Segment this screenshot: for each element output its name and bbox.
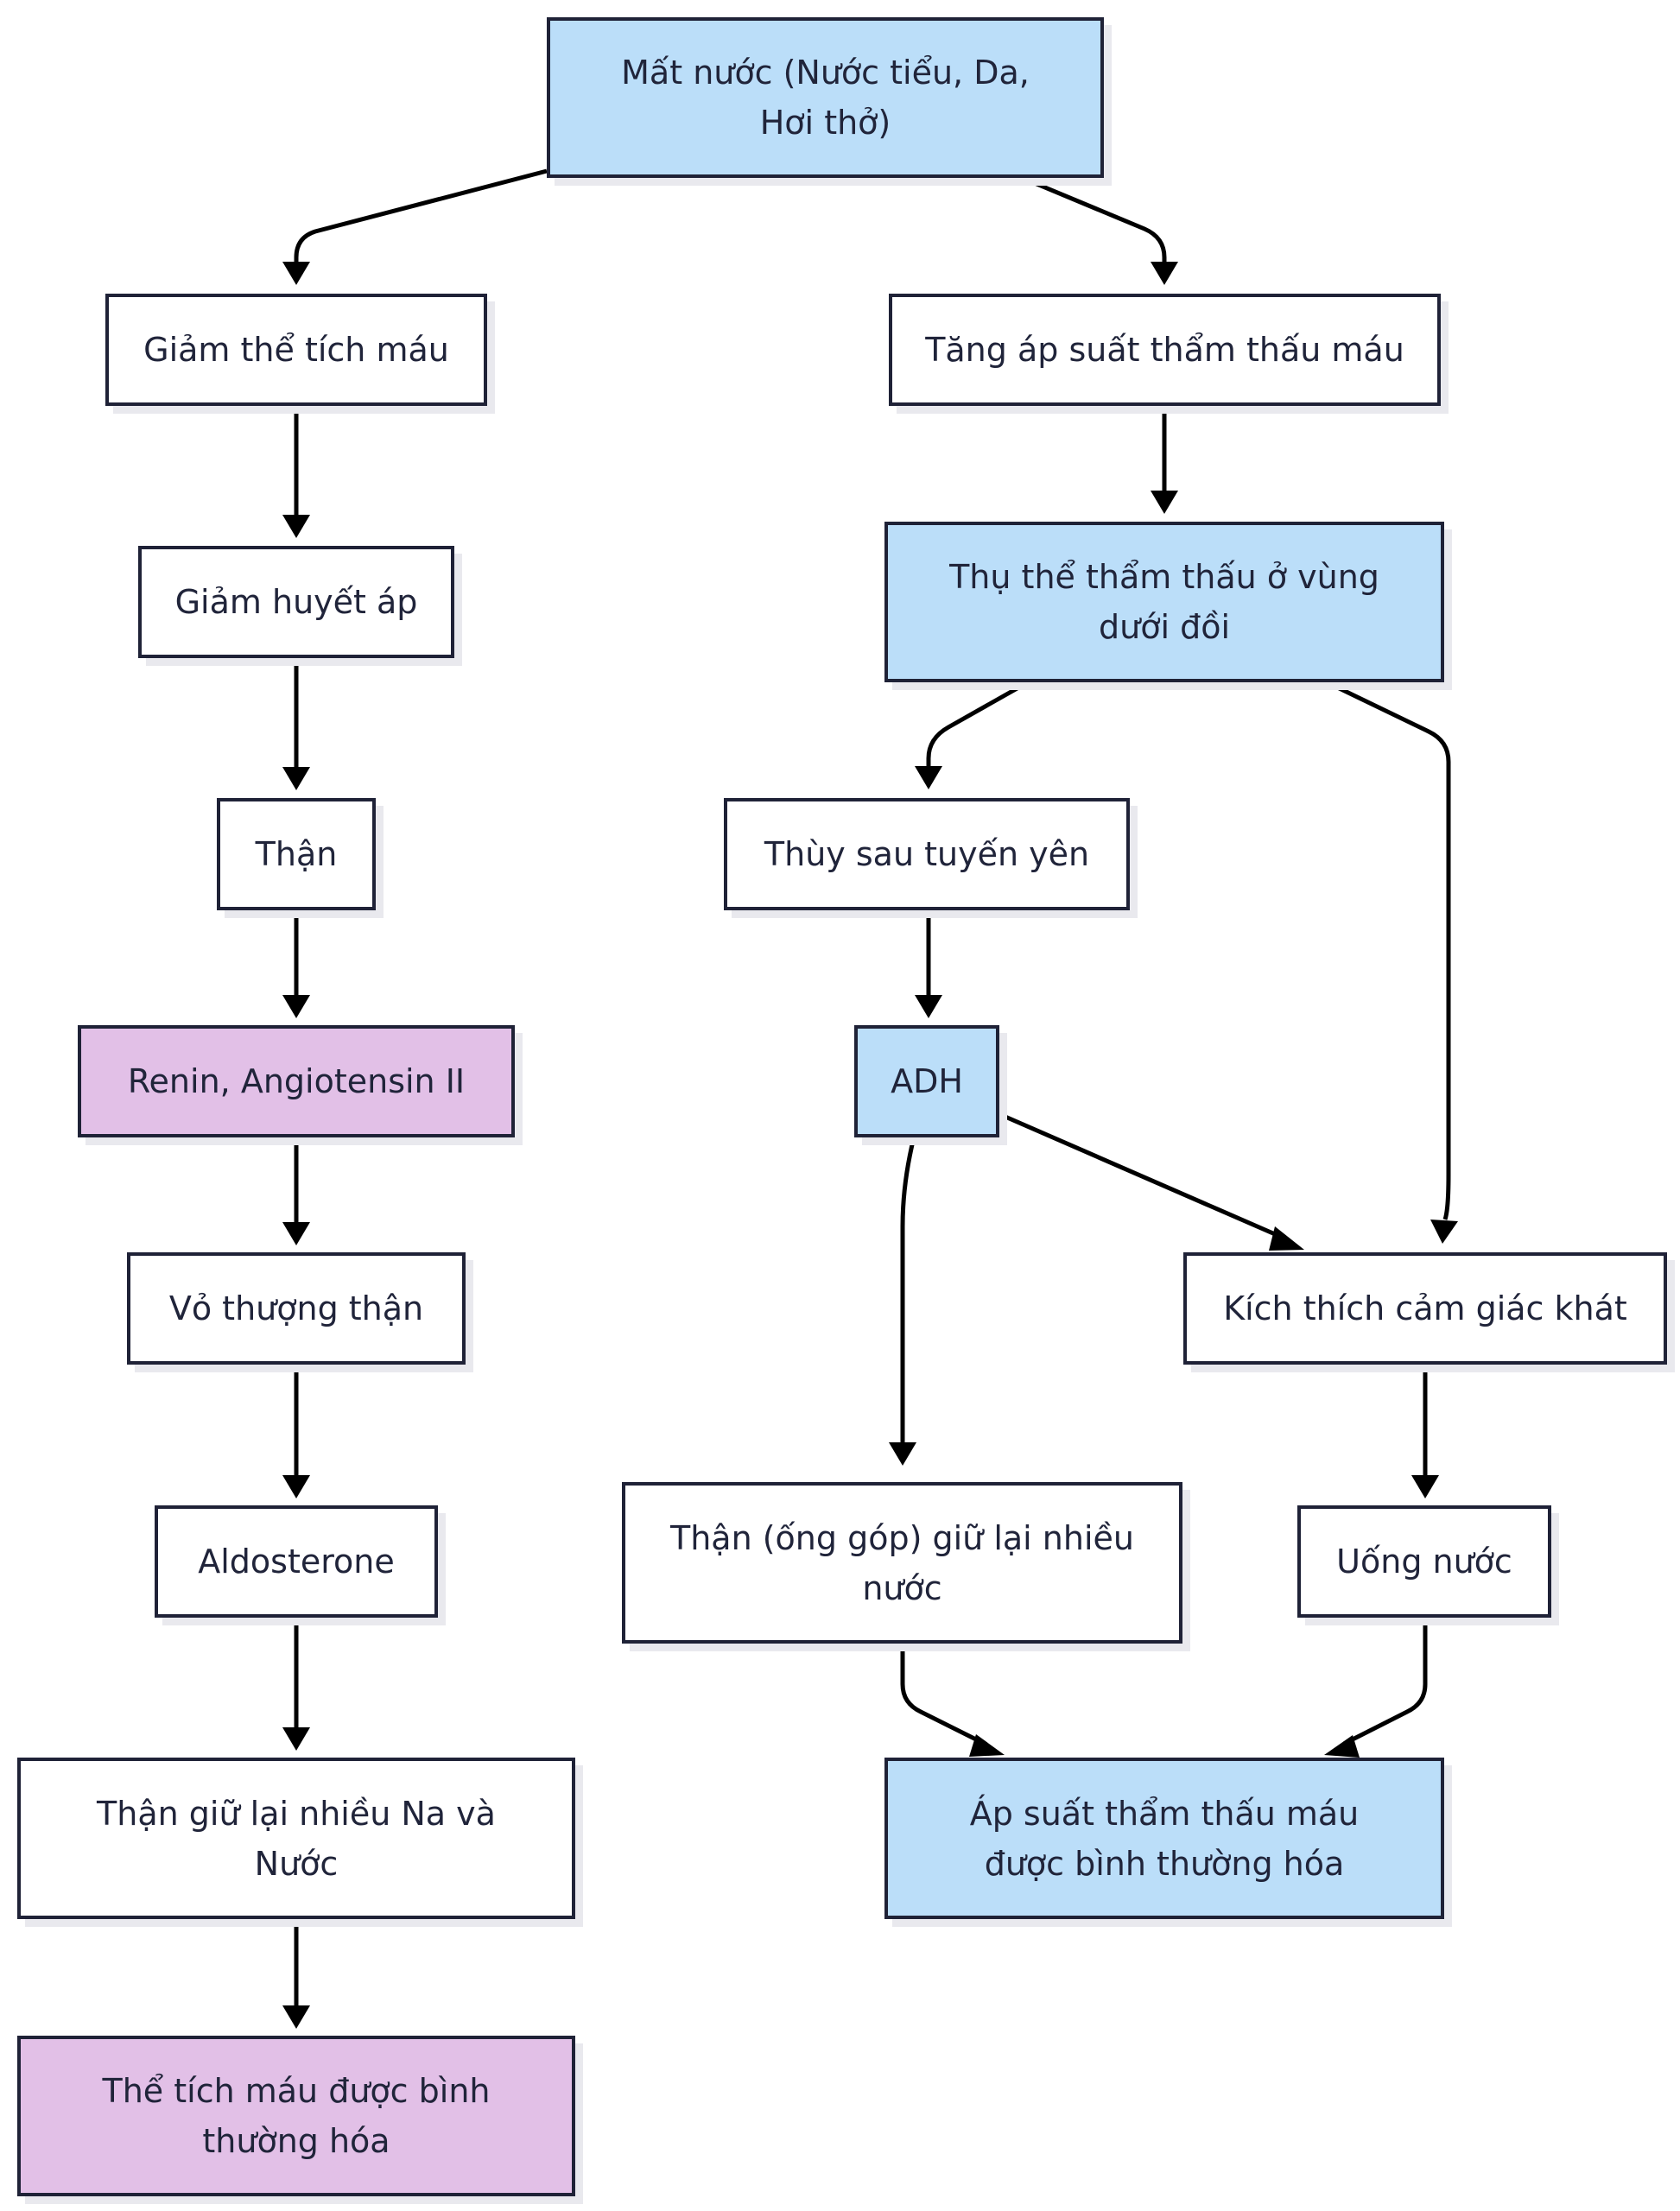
edge-adh-to-than-ong-gop <box>900 1137 916 1442</box>
node-than-giu-na: Thận giữ lại nhiều Na và Nước <box>17 1758 575 1919</box>
edge-mat-nuoc-to-tang-ap-suat <box>1019 174 1167 262</box>
node-aldosterone: Aldosterone <box>155 1505 438 1618</box>
node-kich-thich: Kích thích cảm giác khát <box>1183 1252 1667 1365</box>
arrowhead <box>1324 1735 1360 1758</box>
node-ap-suat-binh-thuong: Áp suất thẩm thấu máu được bình thường h… <box>884 1758 1444 1919</box>
arrowhead <box>915 766 942 789</box>
arrowhead <box>1269 1226 1304 1251</box>
node-tang-ap-suat: Tăng áp suất thẩm thấu máu <box>889 294 1441 406</box>
arrowhead <box>282 1727 310 1751</box>
node-label: ADH <box>891 1062 963 1100</box>
node-thu-the: Thụ thể thẩm thấu ở vùng dưới đồi <box>884 522 1444 682</box>
node-renin: Renin, Angiotensin II <box>78 1025 515 1137</box>
node-label: Aldosterone <box>198 1543 395 1581</box>
arrowhead <box>282 1222 310 1245</box>
arrowhead <box>282 2005 310 2029</box>
arrowhead <box>969 1734 1005 1757</box>
node-uong-nuoc: Uống nước <box>1297 1505 1551 1618</box>
node-label: Giảm thể tích máu <box>143 331 449 369</box>
edge-mat-nuoc-to-giam-the-tich <box>294 168 548 262</box>
arrowhead <box>1411 1475 1439 1498</box>
edge-adh-to-kich-thich <box>998 1112 1282 1239</box>
arrowhead <box>1151 491 1178 514</box>
node-label: Thận (ống góp) giữ lại nhiều nước <box>669 1518 1134 1607</box>
node-label: Thận giữ lại nhiều Na và Nước <box>97 1794 496 1883</box>
node-adh: ADH <box>854 1025 999 1137</box>
arrowhead <box>889 1442 916 1466</box>
edge-thu-the-to-thuy-sau <box>926 680 1030 766</box>
node-label: Renin, Angiotensin II <box>127 1062 466 1100</box>
node-label: Thể tích máu được bình thường hóa <box>102 2072 491 2160</box>
node-label: Kích thích cảm giác khát <box>1223 1289 1627 1327</box>
node-than-ong-gop: Thận (ống góp) giữ lại nhiều nước <box>622 1482 1182 1644</box>
edge-than-ong-gop-to-ap-suat <box>900 1644 986 1746</box>
arrowhead <box>282 995 310 1018</box>
node-label: Giảm huyết áp <box>174 583 418 621</box>
arrowhead <box>282 1475 310 1498</box>
node-mat-nuoc: Mất nước (Nước tiểu, Da, Hơi thở) <box>547 17 1104 178</box>
node-giam-the-tich-mau: Giảm thể tích máu <box>105 294 487 406</box>
node-label: Vỏ thượng thận <box>168 1289 424 1327</box>
arrowhead <box>1151 262 1178 285</box>
edge-uong-nuoc-to-ap-suat <box>1342 1618 1428 1746</box>
node-label: Mất nước (Nước tiểu, Da, Hơi thở) <box>621 54 1030 142</box>
node-label: Thụ thể thẩm thấu ở vùng dưới đồi <box>949 558 1379 646</box>
arrowhead <box>282 767 310 790</box>
node-label: Uống nước <box>1336 1543 1512 1581</box>
node-vo-thuong-than: Vỏ thượng thận <box>127 1252 466 1365</box>
edge-thu-the-to-kich-thich <box>1325 680 1451 1220</box>
arrowhead <box>282 515 310 538</box>
node-label: Tăng áp suất thẩm thấu máu <box>925 331 1404 369</box>
node-thuy-sau: Thùy sau tuyến yên <box>724 798 1130 910</box>
arrowhead <box>282 262 310 285</box>
arrowhead <box>1430 1220 1458 1244</box>
node-the-tich-binh-thuong: Thể tích máu được bình thường hóa <box>17 2036 575 2196</box>
arrowhead <box>915 995 942 1018</box>
node-label: Thận <box>255 835 338 873</box>
node-giam-huyet-ap: Giảm huyết áp <box>138 546 454 658</box>
node-than: Thận <box>217 798 376 910</box>
node-label: Thùy sau tuyến yên <box>764 835 1090 873</box>
node-label: Áp suất thẩm thấu máu được bình thường h… <box>969 1794 1360 1883</box>
